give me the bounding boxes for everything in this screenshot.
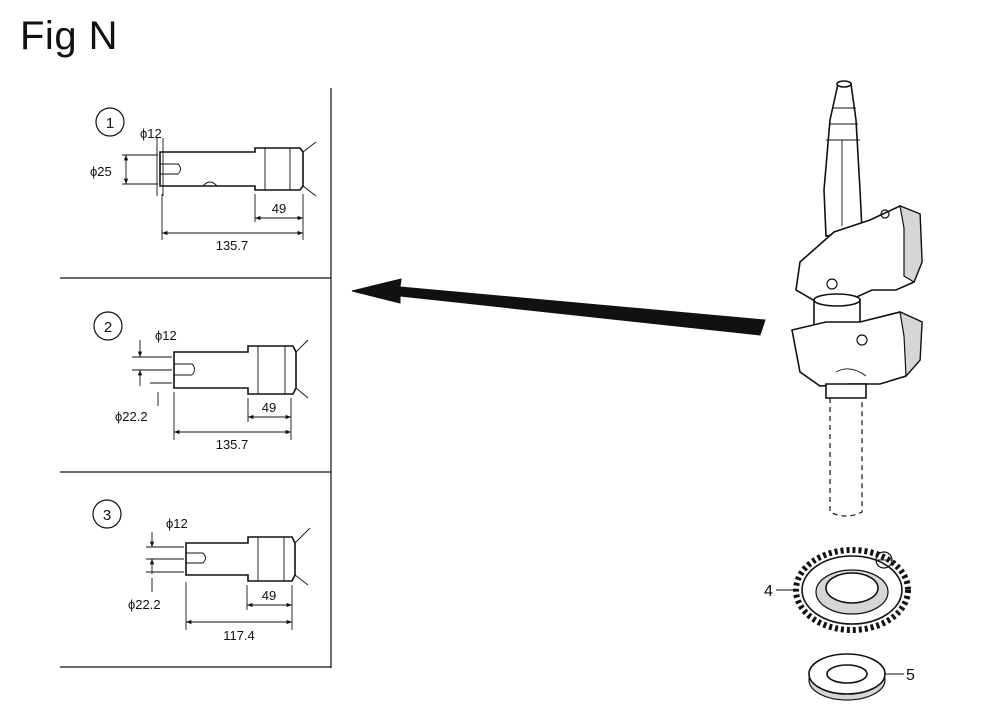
panel-number: 3: [103, 507, 111, 524]
short-length-label: 49: [272, 201, 286, 216]
small-diameter-label: ϕ12: [166, 516, 188, 531]
crankshaft-illustration: [791, 80, 923, 517]
panel-2: 2 ϕ12 ϕ22.2 49 135.7: [93, 311, 309, 452]
small-diameter-label: ϕ12: [155, 328, 177, 343]
total-length-label: 135.7: [216, 238, 249, 253]
pointer-arrow: [351, 278, 766, 336]
total-length-label: 117.4: [223, 628, 255, 643]
washer-illustration: [808, 653, 886, 701]
large-diameter-label: ϕ25: [90, 164, 112, 179]
short-length-label: 49: [262, 588, 276, 603]
shaft-drawing: [159, 141, 317, 197]
large-diameter-label: ϕ22.2: [115, 409, 148, 424]
panel-number-circle: [92, 499, 122, 529]
gear-callout: 4: [764, 583, 773, 600]
panel-1: 1 ϕ25 ϕ12 49 135.7: [90, 107, 317, 253]
small-diameter-label: ϕ12: [140, 126, 162, 141]
panel-frame: [60, 88, 332, 668]
short-length-label: 49: [262, 400, 276, 415]
total-length-label: 135.7: [216, 437, 249, 452]
panel-number: 2: [104, 319, 112, 336]
panel-number: 1: [106, 115, 114, 132]
gear-illustration: [793, 547, 911, 633]
figure-title: Fig N: [20, 14, 119, 58]
washer-callout: 5: [906, 667, 915, 684]
shaft-drawing: [173, 339, 309, 399]
panel-number-circle: [93, 311, 123, 341]
shaft-drawing: [185, 527, 311, 586]
panel-3: 3 ϕ12 ϕ22.2 49 117.4: [92, 499, 311, 643]
panel-number-circle: [95, 107, 125, 137]
large-diameter-label: ϕ22.2: [128, 597, 161, 612]
